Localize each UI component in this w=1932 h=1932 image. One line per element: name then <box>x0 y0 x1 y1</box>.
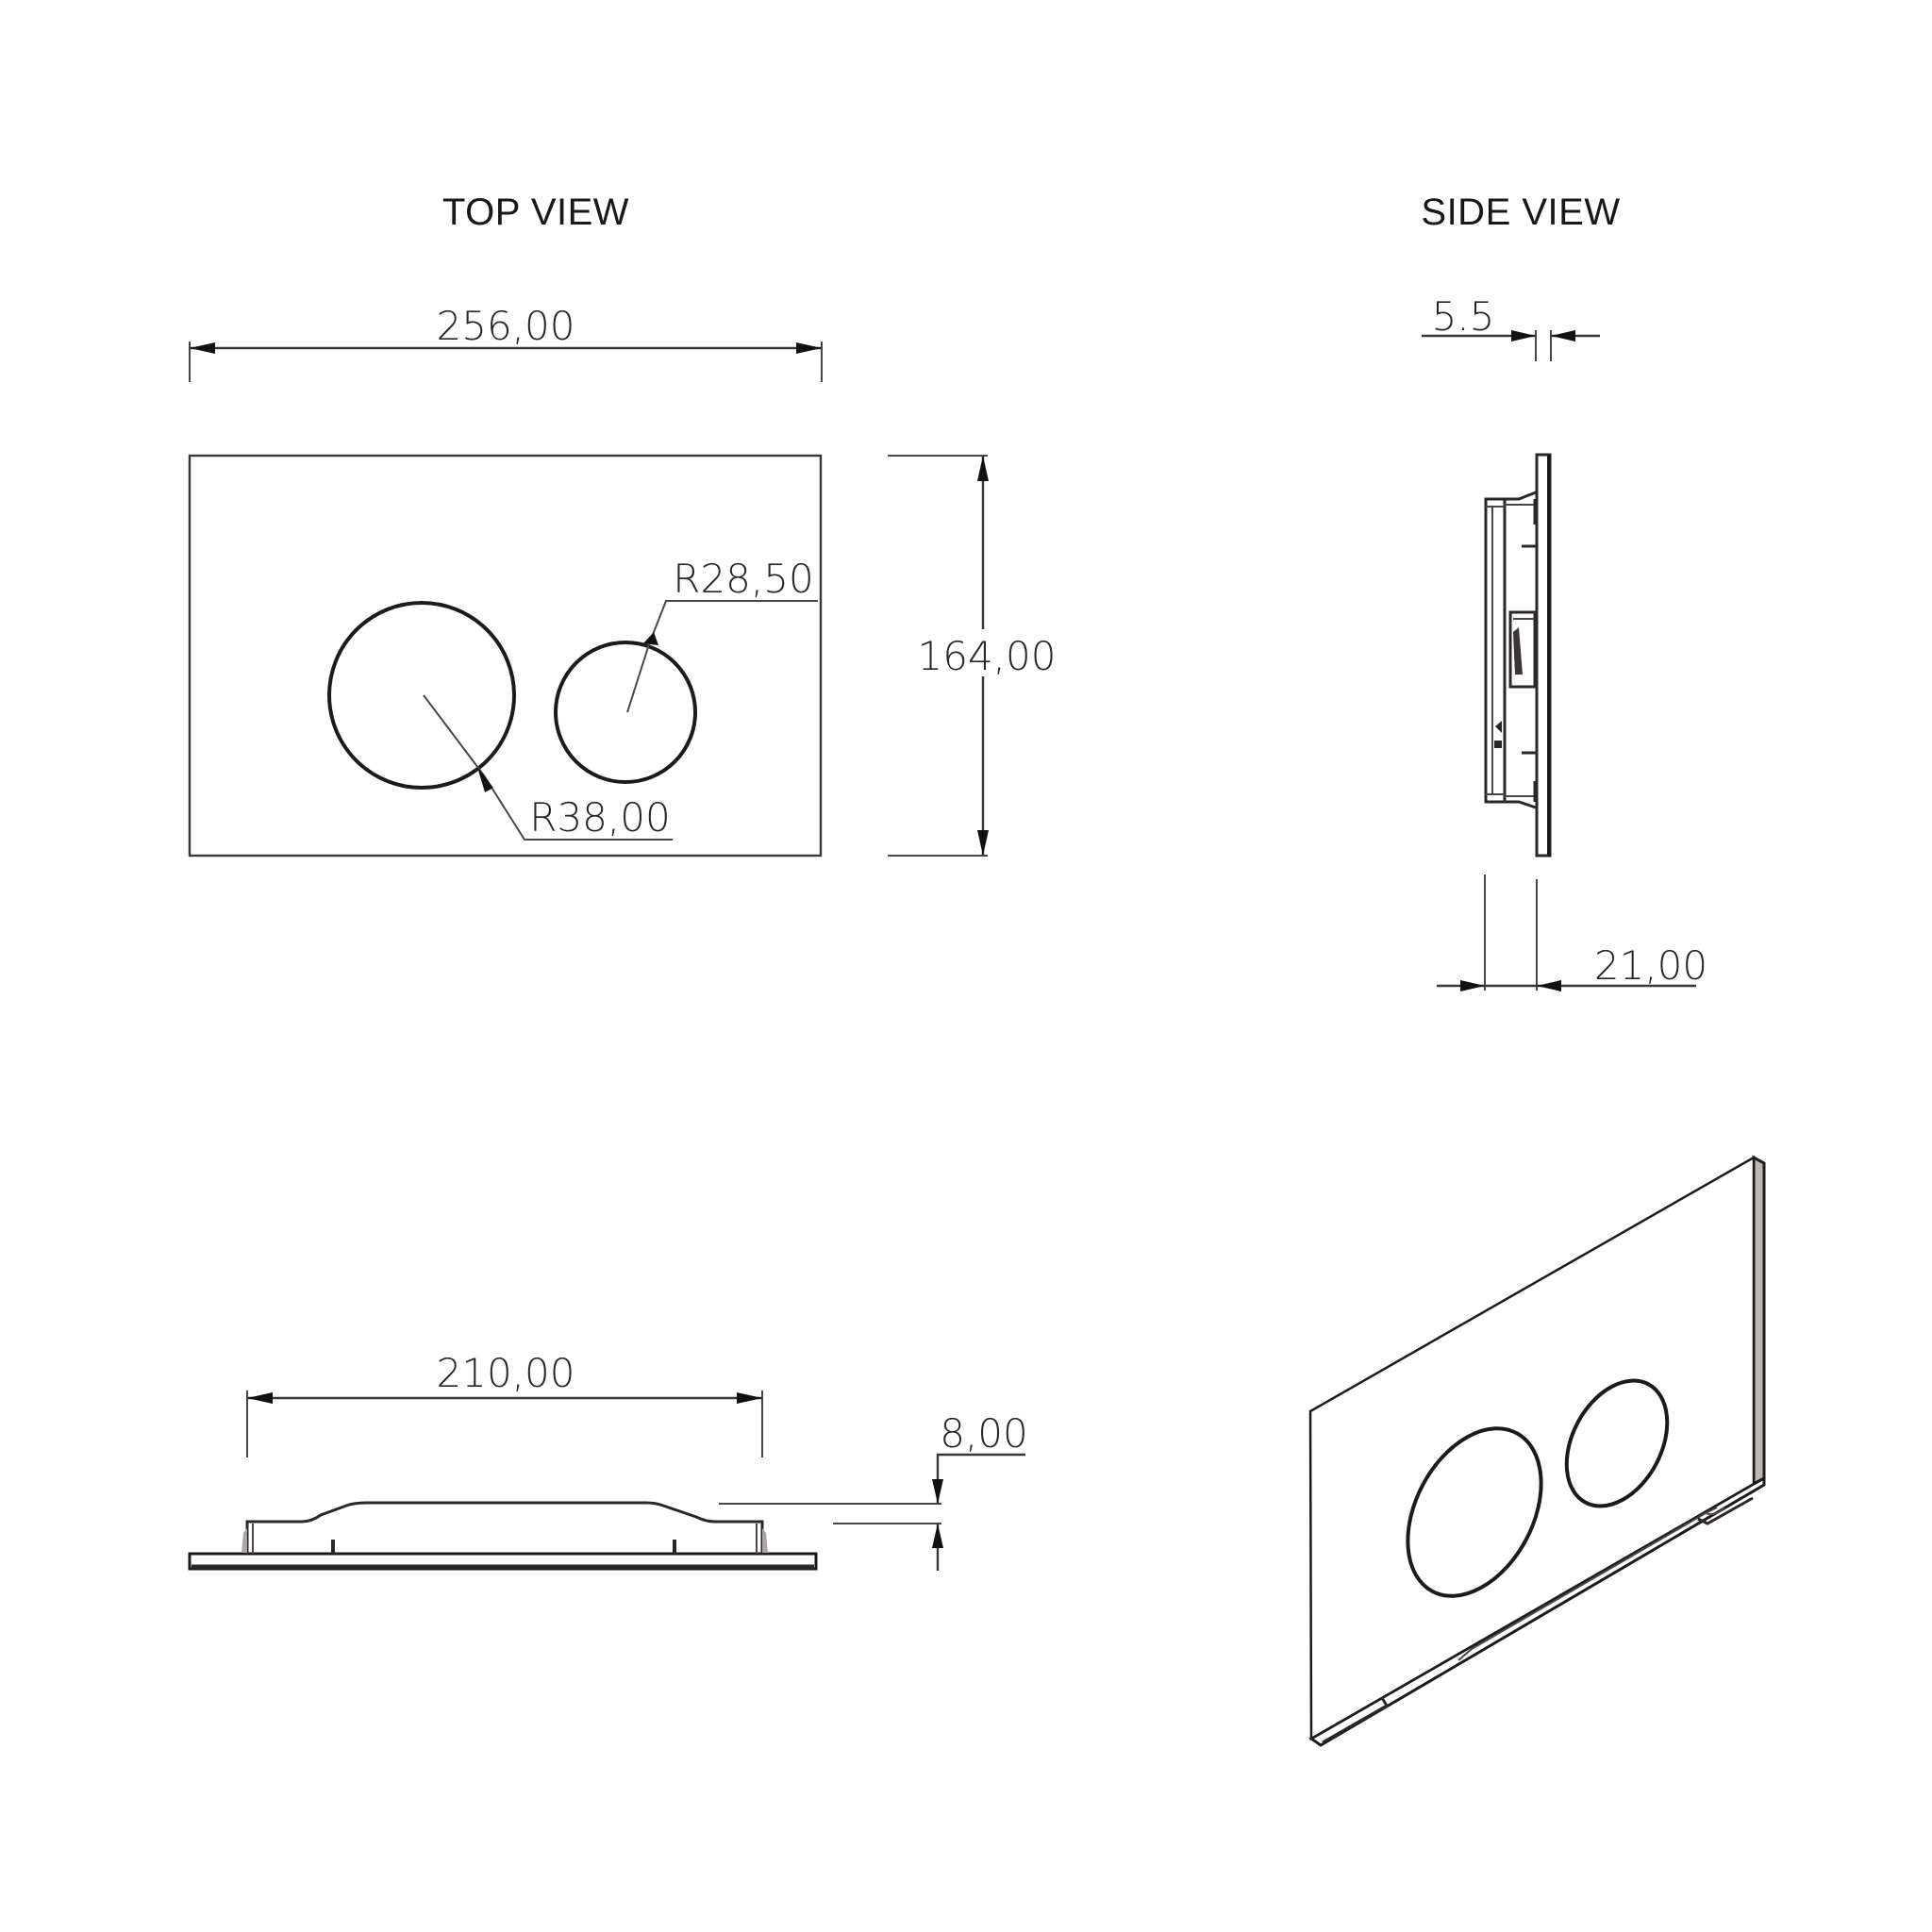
arrowhead-right-icon <box>1460 980 1485 991</box>
arrowhead-left-icon <box>1551 330 1575 341</box>
large-radius-callout: R38,00 <box>423 694 673 841</box>
offset-dimension: 8,00 <box>719 1410 1028 1571</box>
small-flush-button <box>554 641 697 784</box>
arrowhead-left-icon <box>190 342 215 354</box>
arrowhead-down-icon <box>932 1479 943 1504</box>
plate-thickness-dimension: 5.5 <box>1422 293 1600 361</box>
arrowhead-right-icon <box>1511 330 1536 341</box>
arrowhead-icon <box>643 632 658 645</box>
body-width-dimension: 210,00 <box>246 1350 763 1457</box>
arrowhead-left-icon <box>1537 980 1561 991</box>
height-label: 164,00 <box>918 633 1057 679</box>
depth-dimension: 21,00 <box>1437 874 1707 991</box>
iso-large-button <box>1406 1426 1543 1598</box>
isometric-view <box>1308 1155 1766 1747</box>
side-frame <box>1484 491 1537 809</box>
top-view: TOP VIEW 256,00 R38,00 R28,50 <box>188 192 1057 858</box>
large-flush-button <box>327 601 516 790</box>
plate-thickness-label: 5.5 <box>1432 293 1495 340</box>
height-dimension: 164,00 <box>888 455 1057 857</box>
width-dimension: 256,00 <box>189 303 823 382</box>
small-radius-label: R28,50 <box>673 556 813 602</box>
side-view: SIDE VIEW 5.5 <box>1421 192 1707 991</box>
arrowhead-down-icon <box>977 830 989 856</box>
small-radius-callout: R28,50 <box>626 556 818 713</box>
arrowhead-icon <box>477 767 493 792</box>
side-mechanism <box>1508 610 1537 689</box>
arrowhead-left-icon <box>247 1392 273 1404</box>
iso-small-button <box>1564 1378 1670 1508</box>
iso-edge-strip <box>1752 1155 1766 1487</box>
large-radius-label: R38,00 <box>529 794 670 841</box>
plate-outline <box>188 454 823 858</box>
arrowhead-up-icon <box>977 456 989 481</box>
top-view-title: TOP VIEW <box>442 192 629 233</box>
body-width-label: 210,00 <box>437 1350 575 1396</box>
arrowhead-right-icon <box>737 1392 762 1404</box>
side-view-title: SIDE VIEW <box>1421 192 1620 233</box>
depth-label: 21,00 <box>1594 942 1707 989</box>
arrowhead-right-icon <box>796 342 822 354</box>
elevation-body <box>245 1501 764 1554</box>
arrowhead-up-icon <box>932 1524 943 1548</box>
width-label: 256,00 <box>437 303 575 349</box>
offset-label: 8,00 <box>940 1410 1028 1457</box>
front-elevation: 210,00 8,00 <box>188 1350 1028 1571</box>
